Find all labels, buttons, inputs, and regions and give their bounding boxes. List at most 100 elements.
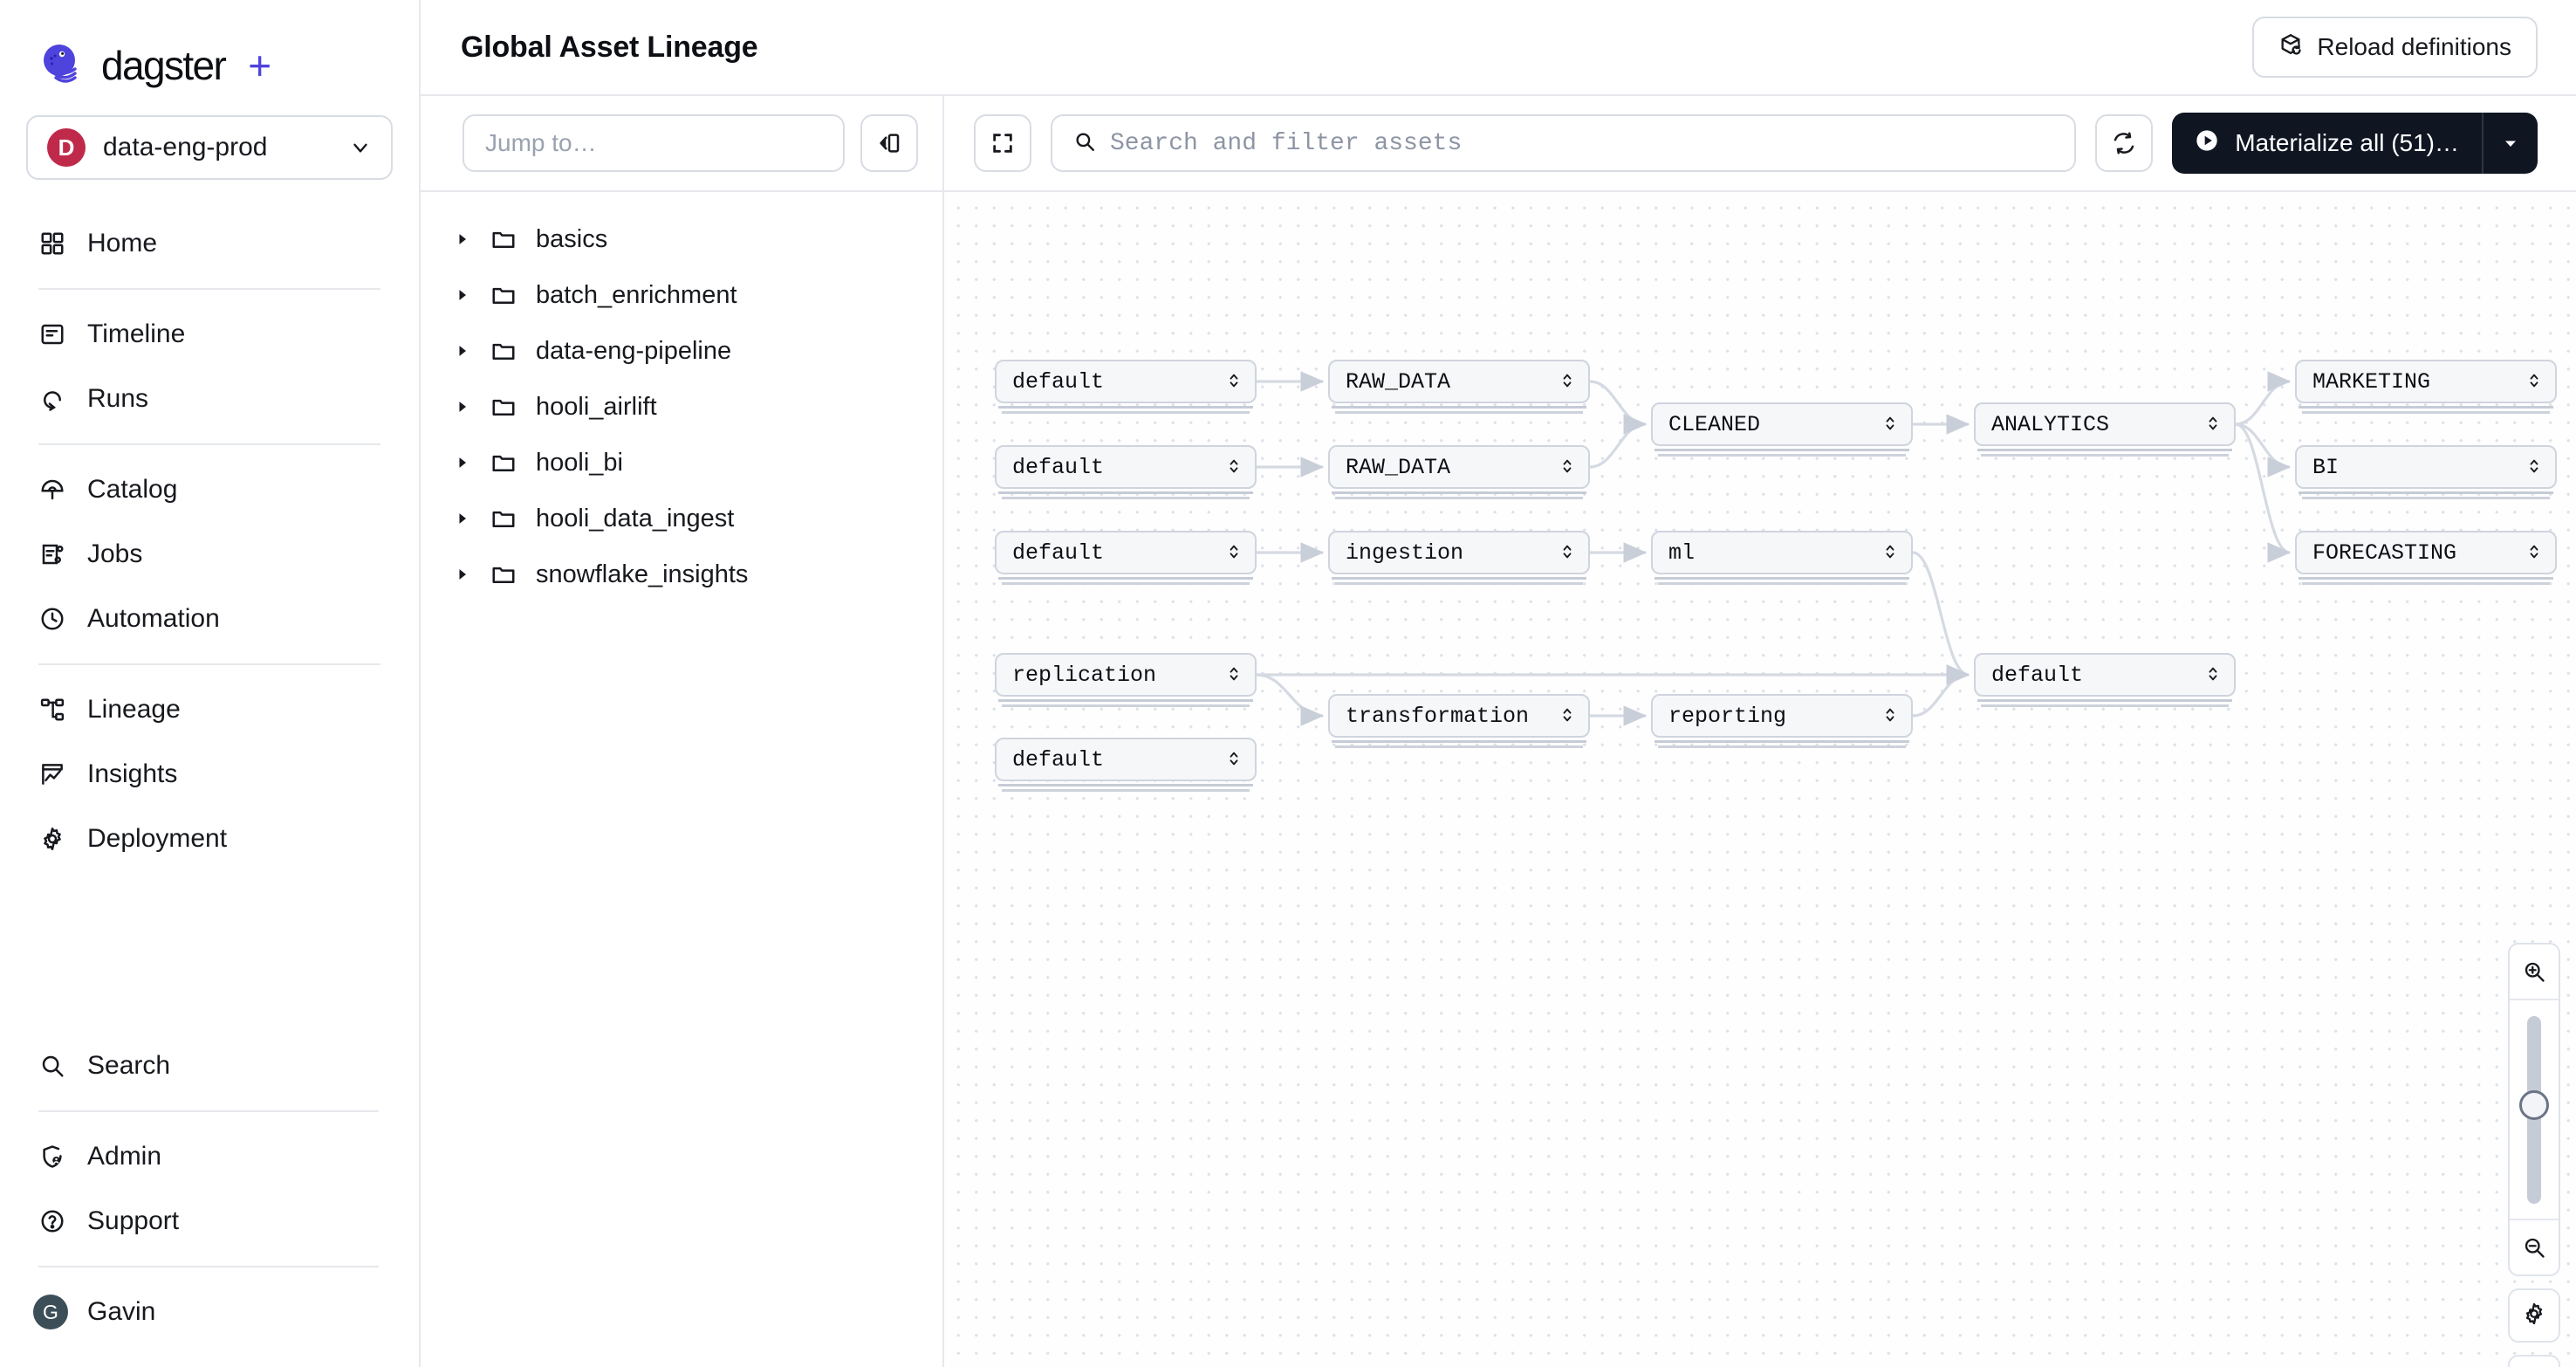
graph-node[interactable]: ingestion <box>1328 531 1590 574</box>
graph-edge <box>1589 380 1648 435</box>
sidebar-item-lineage[interactable]: Lineage <box>0 677 419 742</box>
tree-item[interactable]: basics <box>421 211 942 267</box>
expand-collapse-icon[interactable] <box>1227 368 1243 395</box>
expand-collapse-icon[interactable] <box>1227 454 1243 480</box>
tree-item[interactable]: snowflake_insights <box>421 546 942 602</box>
tree-item[interactable]: hooli_bi <box>421 435 942 491</box>
graph-node-label: RAW_DATA <box>1346 368 1451 395</box>
avatar-initial: G <box>33 1295 68 1329</box>
graph-node-label: transformation <box>1346 703 1530 729</box>
caret-right-icon[interactable] <box>452 509 471 528</box>
graph-node-stack-shadow <box>2299 406 2553 409</box>
expand-collapse-icon[interactable] <box>2206 662 2222 688</box>
caret-right-icon[interactable] <box>452 397 471 416</box>
graph-node[interactable]: default <box>995 445 1257 489</box>
expand-collapse-icon[interactable] <box>1883 703 1899 729</box>
graph-node[interactable]: replication <box>995 653 1257 697</box>
folder-icon <box>490 282 517 308</box>
caret-right-icon[interactable] <box>452 565 471 584</box>
tree-item[interactable]: hooli_airlift <box>421 379 942 435</box>
graph-node[interactable]: MARKETING <box>2295 360 2557 403</box>
graph-node-label: default <box>1012 454 1105 480</box>
caret-right-icon[interactable] <box>452 453 471 472</box>
expand-collapse-icon[interactable] <box>1560 703 1576 729</box>
graph-settings-button[interactable] <box>2508 1288 2560 1343</box>
expand-collapse-icon[interactable] <box>2527 454 2543 480</box>
fullscreen-icon[interactable] <box>974 114 1031 172</box>
tree-item[interactable]: data-eng-pipeline <box>421 323 942 379</box>
zoom-in-icon[interactable] <box>2510 945 2559 999</box>
expand-collapse-icon[interactable] <box>1227 662 1243 688</box>
reload-definitions-button[interactable]: Reload definitions <box>2252 17 2538 78</box>
graph-node[interactable]: RAW_DATA <box>1328 445 1590 489</box>
deployment-selector[interactable]: D data-eng-prod <box>26 115 393 180</box>
zoom-out-icon[interactable] <box>2510 1220 2559 1274</box>
graph-edge <box>1589 414 1648 469</box>
tree-item[interactable]: hooli_data_ingest <box>421 491 942 546</box>
expand-collapse-icon[interactable] <box>2206 411 2222 437</box>
zoom-slider[interactable] <box>2510 1000 2559 1219</box>
expand-collapse-icon[interactable] <box>2527 368 2543 395</box>
graph-node-stack-shadow <box>1658 582 1906 585</box>
sidebar-item-insights[interactable]: Insights <box>0 742 419 807</box>
graph-node-label: RAW_DATA <box>1346 454 1451 480</box>
zoom-slider-handle[interactable] <box>2519 1090 2549 1120</box>
graph-node[interactable]: CLEANED <box>1651 402 1913 446</box>
sidebar-item-home[interactable]: Home <box>0 211 419 276</box>
nav-group-assets: Catalog Jobs Automation <box>0 457 419 651</box>
lineage-content: basics batch_enrichment data-eng-pipelin… <box>421 192 2576 1367</box>
nav-divider <box>38 1266 379 1267</box>
tree-item[interactable]: batch_enrichment <box>421 267 942 323</box>
expand-collapse-icon[interactable] <box>2527 539 2543 566</box>
expand-collapse-icon[interactable] <box>1560 539 1576 566</box>
brand[interactable]: dagster + <box>0 0 419 96</box>
graph-node[interactable]: default <box>995 360 1257 403</box>
sidebar-item-user[interactable]: G Gavin <box>0 1280 417 1344</box>
question-circle-icon <box>38 1207 66 1235</box>
caret-right-icon[interactable] <box>452 230 471 249</box>
sidebar-item-automation[interactable]: Automation <box>0 587 419 651</box>
collapse-panel-icon[interactable] <box>860 114 918 172</box>
graph-node[interactable]: FORECASTING <box>2295 531 2557 574</box>
nav-group-primary: Home <box>0 211 419 276</box>
graph-node-stack-shadow <box>1335 411 1583 414</box>
materialize-all-button[interactable]: Materialize all (51)… <box>2172 113 2538 174</box>
sidebar-item-runs[interactable]: Runs <box>0 367 419 431</box>
search-icon <box>38 1052 66 1080</box>
expand-collapse-icon[interactable] <box>1227 746 1243 773</box>
sidebar-item-timeline[interactable]: Timeline <box>0 302 419 367</box>
search-assets-box[interactable] <box>1051 114 2077 172</box>
graph-filters-button[interactable] <box>2508 1355 2560 1367</box>
graph-node-label: reporting <box>1668 703 1787 729</box>
jump-to-input[interactable] <box>462 114 845 172</box>
caret-right-icon[interactable] <box>452 341 471 361</box>
graph-node[interactable]: ANALYTICS <box>1974 402 2236 446</box>
graph-node[interactable]: default <box>995 531 1257 574</box>
sidebar-item-label: Insights <box>87 759 178 788</box>
expand-collapse-icon[interactable] <box>1883 539 1899 566</box>
caret-down-icon[interactable] <box>2484 113 2538 174</box>
graph-node[interactable]: default <box>995 738 1257 781</box>
sidebar-item-deployment[interactable]: Deployment <box>0 807 419 871</box>
graph-node-stack-shadow <box>1977 699 2232 702</box>
sidebar-item-catalog[interactable]: Catalog <box>0 457 419 522</box>
graph-node[interactable]: reporting <box>1651 694 1913 738</box>
expand-collapse-icon[interactable] <box>1560 454 1576 480</box>
sidebar-item-support[interactable]: Support <box>0 1189 417 1254</box>
sidebar-item-admin[interactable]: Admin <box>0 1124 417 1189</box>
expand-collapse-icon[interactable] <box>1560 368 1576 395</box>
graph-node[interactable]: transformation <box>1328 694 1590 738</box>
expand-collapse-icon[interactable] <box>1227 539 1243 566</box>
graph-node[interactable]: default <box>1974 653 2236 697</box>
search-input[interactable] <box>1110 129 2054 157</box>
graph-node[interactable]: RAW_DATA <box>1328 360 1590 403</box>
sidebar-item-search[interactable]: Search <box>0 1034 417 1098</box>
materialize-main[interactable]: Materialize all (51)… <box>2172 113 2484 174</box>
caret-right-icon[interactable] <box>452 285 471 305</box>
expand-collapse-icon[interactable] <box>1883 411 1899 437</box>
refresh-icon[interactable] <box>2095 114 2154 172</box>
graph-node[interactable]: ml <box>1651 531 1913 574</box>
graph-node[interactable]: BI <box>2295 445 2557 489</box>
sidebar-item-jobs[interactable]: Jobs <box>0 522 419 587</box>
